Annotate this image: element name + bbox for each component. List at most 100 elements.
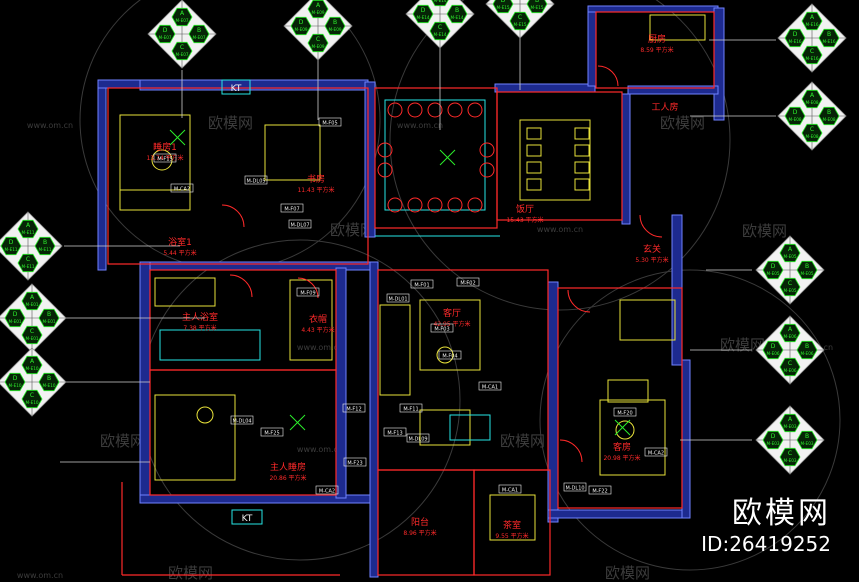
callout-letter: B bbox=[47, 311, 51, 318]
dining-chair bbox=[526, 144, 542, 157]
room-name-kitchen: 厨房 bbox=[648, 33, 666, 45]
watermark-text: 欧模网 bbox=[330, 221, 375, 239]
fixture-tag-box bbox=[406, 433, 430, 443]
callout-code: M-E08 bbox=[822, 117, 835, 122]
fixture-tag-box bbox=[296, 287, 320, 297]
callout-hex bbox=[431, 0, 449, 7]
watermark-text: 欧模网 bbox=[500, 432, 545, 450]
fixture-tag-text: M-DL04 bbox=[232, 418, 251, 424]
callout-hex bbox=[324, 16, 346, 36]
pendant-light bbox=[479, 162, 495, 178]
callout-letter: A bbox=[788, 246, 793, 253]
callout-letter: C bbox=[788, 280, 792, 287]
callout-code: M-E14 bbox=[450, 15, 463, 20]
fixture-tag-text: M-F05 bbox=[322, 120, 337, 126]
stair-markers: KT KT bbox=[221, 79, 263, 525]
fixture-tag-box bbox=[478, 381, 502, 391]
callout-code: M-E16 bbox=[805, 56, 818, 61]
callout-hex bbox=[779, 413, 801, 433]
furniture-outlines bbox=[119, 14, 706, 541]
callout-hex bbox=[307, 0, 329, 19]
callout-hex bbox=[796, 340, 818, 360]
callout-letter: C bbox=[26, 256, 30, 263]
pendant-light bbox=[467, 197, 483, 213]
callout-letter: B bbox=[827, 109, 831, 116]
stair-label-top: KT bbox=[231, 84, 242, 94]
dining-chair bbox=[574, 161, 590, 174]
room-area-masterbath: 7.38 平方米 bbox=[183, 324, 216, 332]
fixture-tag-box bbox=[588, 485, 612, 495]
callout-code: M-E15 bbox=[513, 22, 526, 27]
room-area-study: 11.43 平方米 bbox=[297, 186, 334, 194]
callout-hex bbox=[801, 45, 823, 65]
fixture-tag-text: M-F23 bbox=[347, 460, 362, 466]
callout-code: M-E11 bbox=[38, 247, 51, 252]
room-name-study: 书房 bbox=[307, 173, 325, 185]
pendant-light bbox=[377, 142, 393, 158]
callout-hex bbox=[429, 21, 451, 41]
fixture-tag-text: M-F03 bbox=[434, 326, 449, 332]
callout-code: M-E16 bbox=[822, 39, 835, 44]
product-id: ID:26419252 bbox=[701, 532, 831, 556]
watermark-url: www.om.cn bbox=[297, 445, 343, 454]
callout-hex bbox=[526, 0, 548, 14]
fixture-tag-box bbox=[153, 153, 177, 163]
callout-hex bbox=[784, 28, 806, 48]
callout-hex bbox=[796, 260, 818, 280]
callout-code: M-E14 bbox=[433, 32, 446, 37]
callout-letter: D bbox=[9, 239, 14, 246]
pendant-light bbox=[387, 197, 403, 213]
callout-letter: D bbox=[501, 0, 506, 4]
room-name-dining: 饭厅 bbox=[516, 203, 534, 215]
callout-hex bbox=[762, 430, 784, 450]
fixture-tag-box bbox=[410, 279, 434, 289]
callout-code: M-E08 bbox=[805, 100, 818, 105]
callout-code: M-E07 bbox=[175, 18, 188, 23]
callout-letter: A bbox=[788, 416, 793, 423]
callout-letter: A bbox=[30, 358, 35, 365]
room-area-bath1: 5.44 平方米 bbox=[163, 249, 196, 257]
callout-hex bbox=[290, 16, 312, 36]
callout-letter: B bbox=[805, 433, 809, 440]
door-swings bbox=[221, 65, 663, 463]
fixture-tag-text: M-F01 bbox=[414, 282, 429, 288]
room-area-dining: 15.43 平方米 bbox=[506, 216, 543, 224]
callout-code: M-E01 bbox=[42, 319, 55, 324]
fixture-tag-text: M-F02 bbox=[460, 280, 475, 286]
callout-hex bbox=[801, 123, 823, 143]
pendant-lights bbox=[377, 102, 495, 213]
callout-hex bbox=[34, 236, 56, 256]
callout-code: M-E10 bbox=[25, 400, 38, 405]
callout-hex bbox=[779, 357, 801, 377]
pendant-light bbox=[447, 197, 463, 213]
callout-code: M-E11 bbox=[21, 264, 34, 269]
room-name-tea: 茶室 bbox=[503, 519, 521, 531]
room-area-closet: 4.43 平方米 bbox=[301, 326, 334, 334]
callout-code: M-E01 bbox=[8, 319, 21, 324]
fixture-tag-box bbox=[343, 457, 367, 467]
callout-hex bbox=[796, 430, 818, 450]
fixture-tag-text: M-F07 bbox=[284, 206, 299, 212]
watermark-url: www.om.cn bbox=[27, 121, 73, 130]
callout-letter: D bbox=[299, 19, 304, 26]
callout-hex bbox=[818, 106, 840, 126]
room-area-kitchen: 8.59 平方米 bbox=[640, 46, 673, 54]
watermark-text: 欧模网 bbox=[208, 114, 253, 132]
callout-hex bbox=[509, 11, 531, 31]
callout-hex bbox=[21, 291, 43, 311]
callout-code: M-E08 bbox=[805, 134, 818, 139]
callout-hex bbox=[762, 260, 784, 280]
callout-hex bbox=[17, 219, 39, 239]
fixture-tag-box bbox=[342, 403, 366, 413]
watermark-url: www.om.cn bbox=[397, 121, 443, 130]
callout-letter: D bbox=[793, 31, 798, 38]
callout-hex bbox=[171, 7, 193, 27]
room-name-entry: 玄关 bbox=[643, 243, 661, 255]
watermark-url: www.om.cn bbox=[297, 343, 343, 352]
room-name-maid: 工人房 bbox=[651, 101, 678, 113]
callout-code: M-E06 bbox=[783, 368, 796, 373]
